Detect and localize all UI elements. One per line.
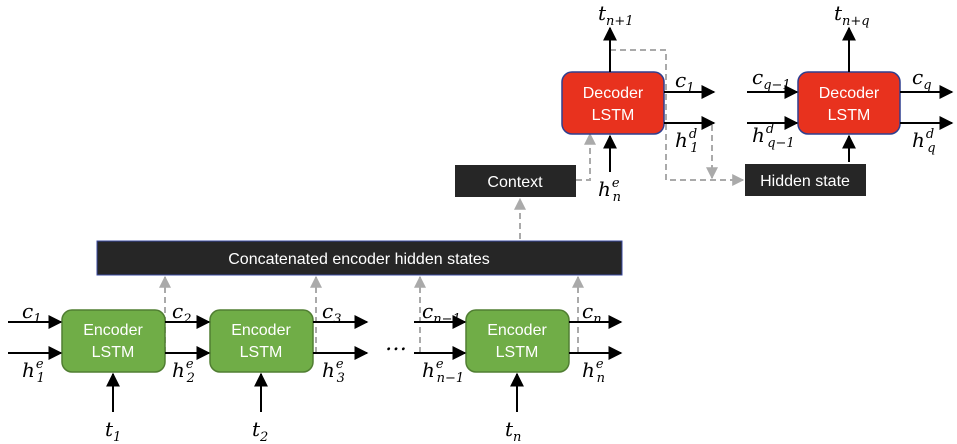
- encoder-1-line1: Encoder: [83, 322, 143, 339]
- label-t1: t1: [105, 417, 121, 444]
- label-c3: c3: [322, 299, 341, 327]
- decoder-q: Decoder LSTM: [797, 71, 901, 135]
- hidden-state-label: Hidden state: [760, 173, 850, 190]
- dashed-connectors: [159, 49, 745, 353]
- ellipsis: …: [385, 331, 407, 356]
- concatenated-states-box: Concatenated encoder hidden states: [96, 240, 623, 276]
- label-tn+1: tn+1: [598, 1, 634, 29]
- context-label: Context: [487, 174, 543, 191]
- encoder-2-line1: Encoder: [231, 322, 291, 339]
- decoder-q-line1: Decoder: [819, 85, 880, 102]
- decoder-1: Decoder LSTM: [561, 71, 665, 135]
- label-c1-out: c1: [675, 68, 694, 96]
- label-tn+q: tn+q: [834, 1, 870, 29]
- label-cn: cn: [582, 299, 602, 327]
- label-tn: tn: [505, 417, 521, 444]
- concatenated-states-label: Concatenated encoder hidden states: [228, 251, 490, 268]
- label-cq: cq: [912, 65, 932, 93]
- encoder-1-line2: LSTM: [92, 344, 135, 361]
- encoder-2-line2: LSTM: [240, 344, 283, 361]
- decoder-q-line2: LSTM: [828, 107, 871, 124]
- label-c1-in: c1: [22, 299, 41, 327]
- context-box: Context: [455, 165, 576, 197]
- label-c2: c2: [172, 299, 191, 327]
- label-t2: t2: [252, 417, 268, 444]
- encoder-1: Encoder LSTM: [61, 309, 166, 373]
- decoder-1-line1: Decoder: [583, 85, 644, 102]
- label-cq-1: cq−1: [752, 65, 791, 93]
- solid-arrows: [8, 26, 954, 412]
- encoder-n: Encoder LSTM: [465, 309, 570, 373]
- encoder-n-line2: LSTM: [496, 344, 539, 361]
- hidden-state-box: Hidden state: [745, 164, 866, 196]
- label-cn-1: cn−1: [422, 299, 461, 327]
- encoder-n-line1: Encoder: [487, 322, 547, 339]
- encoder-2: Encoder LSTM: [209, 309, 314, 373]
- decoder-1-line2: LSTM: [592, 107, 635, 124]
